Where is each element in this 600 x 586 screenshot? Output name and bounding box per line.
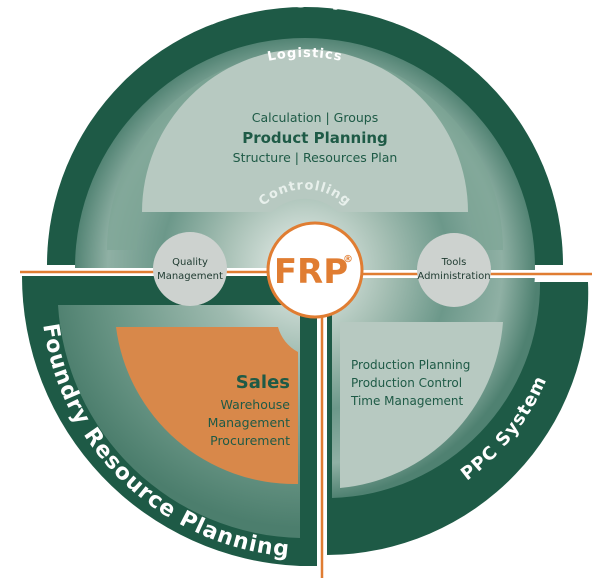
ppc-item: Production Control [351, 376, 462, 390]
planning-line3: Structure | Resources Plan [233, 150, 398, 165]
planning-line1: Calculation | Groups [252, 110, 378, 125]
ppc-sector [340, 322, 503, 488]
sales-sector [116, 327, 298, 485]
sales-item: Warehouse [221, 397, 291, 412]
ppc-item: Time Management [350, 394, 464, 408]
sales-item: Management [208, 415, 290, 430]
product-planning-sector [142, 49, 468, 213]
product-planning-title: Product Planning [242, 129, 388, 147]
quality-node [153, 232, 227, 306]
sales-item: Procurement [210, 433, 290, 448]
frp-logo-text: FRP [274, 252, 348, 292]
tools-node [417, 233, 491, 307]
center-ring [266, 221, 364, 319]
ppc-item: Production Planning [351, 358, 470, 372]
tools-node-line1: Tools [441, 257, 467, 268]
registered-mark: ® [343, 254, 353, 265]
logistics-label: Logistics [266, 46, 344, 65]
quality-node-line1: Quality [172, 257, 208, 268]
quality-node-line2: Management [157, 271, 223, 282]
tools-node-line2: Administration [417, 271, 490, 282]
sales-title: Sales [236, 372, 290, 393]
